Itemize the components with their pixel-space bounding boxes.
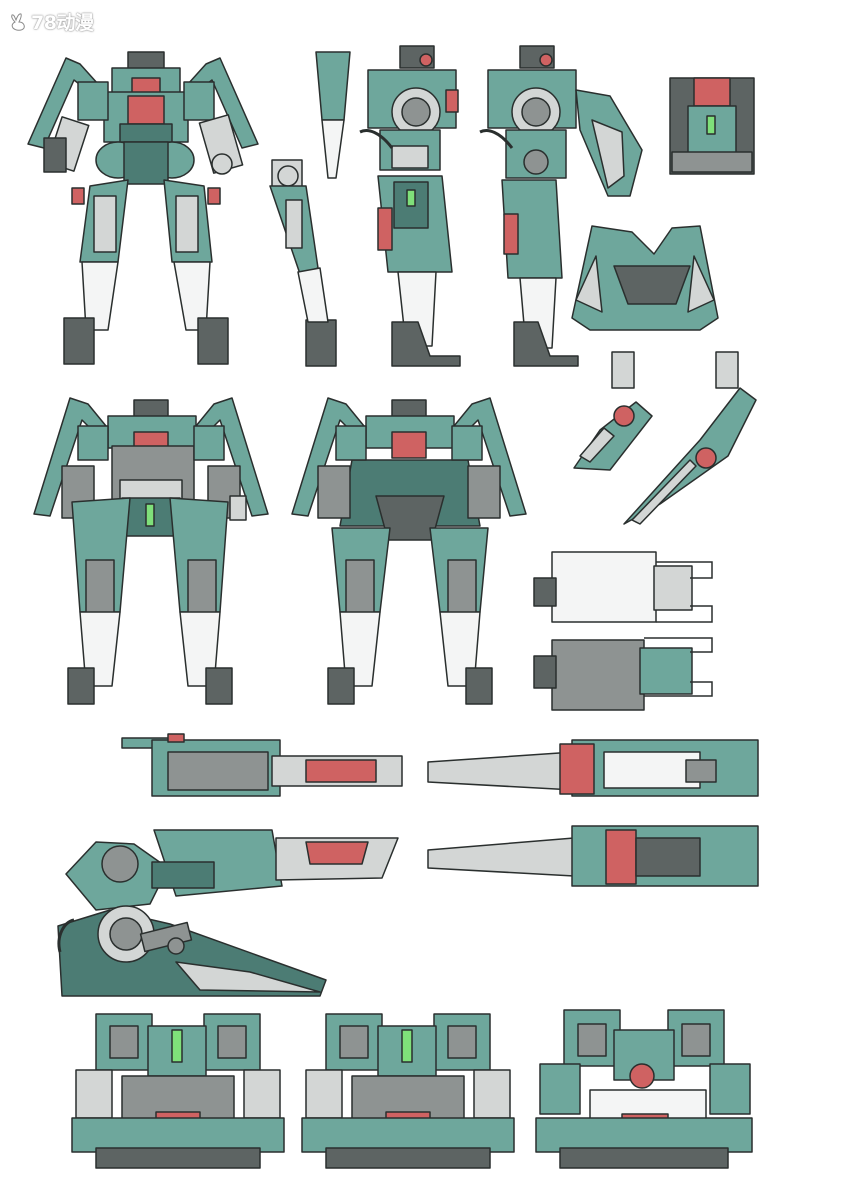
robot-front-view-skirt xyxy=(291,397,527,705)
cockpit-view-3 xyxy=(535,1009,753,1169)
robot-side-view-left xyxy=(359,45,461,367)
weapon-clip-views xyxy=(533,551,713,711)
arm-blade-parts xyxy=(573,351,757,525)
cockpit-view-1 xyxy=(71,1013,285,1169)
leg-booster-side-view xyxy=(57,905,327,997)
rabbit-logo-icon xyxy=(11,12,25,31)
backpack-top-view xyxy=(669,77,755,175)
robot-front-view xyxy=(27,51,259,365)
rifle-top-view xyxy=(121,733,403,797)
sword-top-view xyxy=(427,739,759,797)
watermark: 78动漫 xyxy=(8,8,94,35)
sword-side-view xyxy=(427,825,759,887)
robot-side-view-right xyxy=(479,45,643,367)
robot-front-view-armored xyxy=(33,397,269,705)
cannon-side-view xyxy=(65,829,399,911)
watermark-text: 78动漫 xyxy=(31,12,94,34)
antenna-blade xyxy=(315,51,351,179)
cockpit-view-2 xyxy=(301,1013,515,1169)
arm-side-part xyxy=(269,159,337,367)
skirt-armor xyxy=(571,225,719,331)
